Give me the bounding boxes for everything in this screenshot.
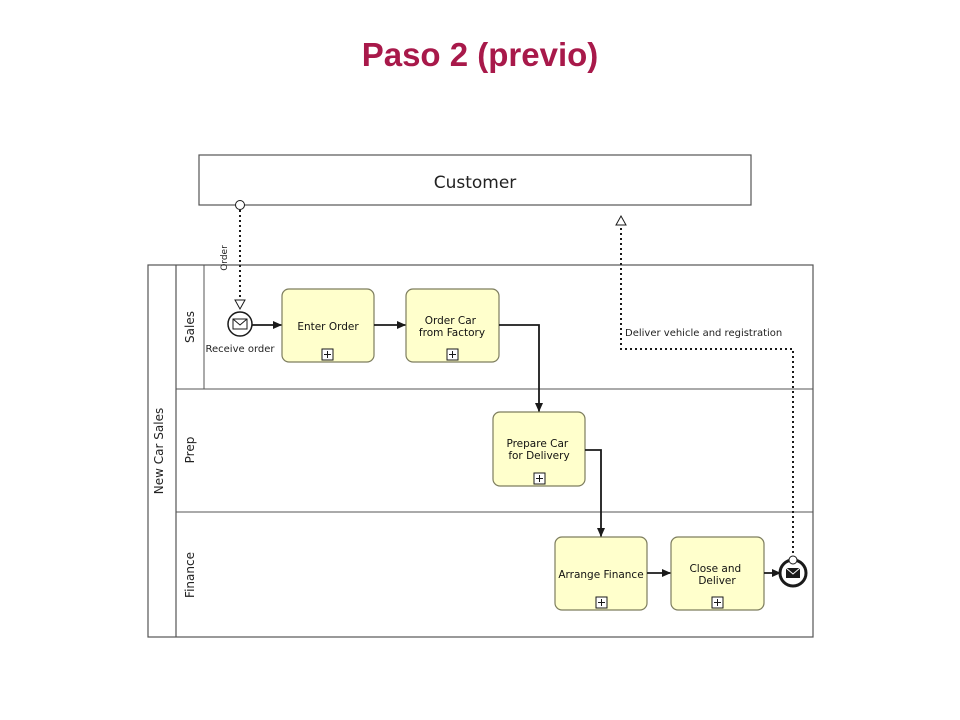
lane-label-finance: Finance (183, 552, 197, 598)
task-label: Close and Deliver (689, 563, 744, 587)
task-label: Arrange Finance (558, 569, 643, 581)
subprocess-marker-icon (446, 348, 459, 361)
sequence-flow-order-car-to-prepare (499, 324, 543, 412)
lane-label-prep: Prep (183, 437, 197, 464)
lane-sales: Sales (176, 265, 813, 390)
subprocess-marker-icon (595, 596, 608, 609)
sequence-flow-prepare-to-finance (585, 449, 605, 537)
lane-prep: Prep (176, 437, 813, 513)
message-flow-label-order: Order (220, 245, 230, 271)
subprocess-marker-icon (321, 348, 334, 361)
end-event-message[interactable] (778, 555, 808, 588)
task-label: Prepare Car for Delivery (506, 438, 571, 462)
task-label: Enter Order (297, 321, 359, 333)
customer-pool-label: Customer (434, 173, 517, 193)
start-event-receive-order[interactable]: Receive order (206, 311, 276, 355)
subprocess-marker-icon (711, 596, 724, 609)
task-prepare-car-for-delivery[interactable]: Prepare Car for Delivery (492, 411, 586, 487)
lane-label-sales: Sales (183, 311, 197, 343)
message-flow-deliver-vehicle[interactable]: Deliver vehicle and registration (615, 214, 794, 558)
lane-finance: Finance (183, 552, 197, 598)
subprocess-marker-icon (533, 472, 546, 485)
message-flow-label-deliver: Deliver vehicle and registration (625, 328, 782, 339)
task-label: Order Car from Factory (419, 315, 485, 339)
envelope-filled-icon (785, 567, 801, 578)
task-enter-order[interactable]: Enter Order (281, 288, 375, 363)
customer-pool[interactable]: Customer (198, 154, 752, 206)
slide-title: Paso 2 (previo) (361, 36, 599, 73)
task-order-car-from-factory[interactable]: Order Car from Factory (405, 288, 500, 363)
start-event-label: Receive order (206, 344, 276, 355)
envelope-icon (232, 318, 248, 330)
task-arrange-finance[interactable]: Arrange Finance (554, 536, 648, 611)
pool-label: New Car Sales (152, 408, 166, 494)
task-close-and-deliver[interactable]: Close and Deliver (670, 536, 765, 611)
message-flow-order[interactable]: Order (220, 200, 246, 311)
